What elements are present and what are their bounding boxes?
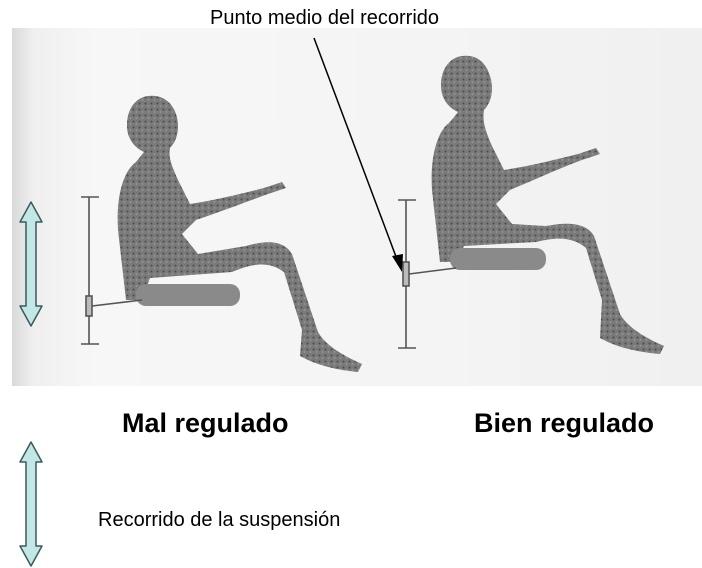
- legend-double-arrow-icon: [19, 441, 43, 567]
- midpoint-label: Punto medio del recorrido: [210, 7, 440, 29]
- caption-bad-adjusted: Mal regulado: [122, 408, 289, 438]
- seated-figure-good: [431, 55, 664, 355]
- double-arrow-icon: [19, 201, 43, 327]
- seat-cushion-bad: [136, 284, 240, 306]
- seated-figure-bad: [117, 95, 362, 372]
- caption-good-adjusted: Bien regulado: [474, 408, 655, 438]
- seat-cushion-good: [450, 248, 546, 270]
- suspension-gauge-bad: [81, 196, 143, 345]
- midpoint-pointer-arrow: [313, 37, 403, 272]
- suspension-gauge-good: [398, 199, 457, 349]
- legend-suspension-travel: Recorrido de la suspensión: [98, 509, 341, 531]
